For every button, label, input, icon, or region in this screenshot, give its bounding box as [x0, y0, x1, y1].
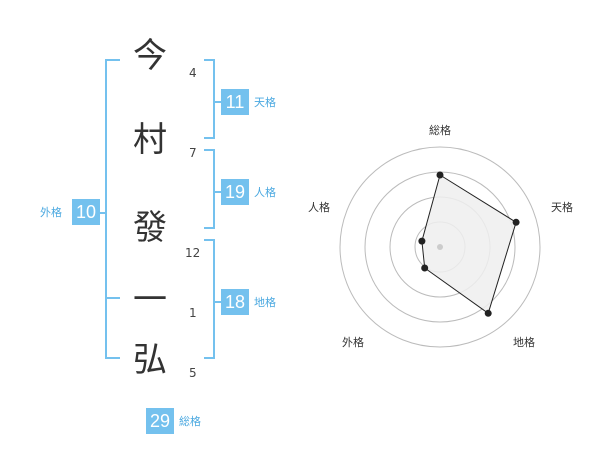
gaikaku-label: 外格 — [40, 206, 62, 219]
radar-point — [418, 237, 426, 245]
radar-axis-label-gaikaku: 外格 — [342, 336, 364, 349]
gaikaku-badge: 10 — [72, 199, 100, 225]
radar-center-dot — [437, 244, 443, 250]
jinkaku-badge: 19 — [221, 179, 249, 205]
stroke-count-1: 4 — [189, 66, 197, 80]
radar-axis-label-soukaku: 総格 — [429, 124, 451, 137]
stroke-count-4: 1 — [189, 306, 197, 320]
radar-point — [421, 264, 429, 272]
name-char-3: 發 — [133, 208, 167, 248]
radar-ring — [339, 146, 541, 348]
radar-polygon — [421, 174, 517, 315]
chikaku-bracket — [204, 239, 215, 359]
radar-points — [418, 171, 520, 317]
soukaku-badge: 29 — [146, 408, 174, 434]
name-char-1: 今 — [133, 36, 167, 76]
jinkaku-label: 人格 — [254, 186, 276, 199]
chikaku-badge: 18 — [221, 289, 249, 315]
name-char-2: 村 — [133, 120, 167, 160]
name-char-5: 弘 — [133, 340, 167, 380]
jinkaku-bracket — [204, 149, 215, 229]
soukaku-label: 総格 — [179, 415, 201, 428]
radar-axis-label-chikaku: 地格 — [513, 336, 535, 349]
radar-point — [512, 218, 520, 226]
radar-point — [436, 171, 444, 179]
stroke-count-2: 7 — [189, 146, 197, 160]
radar-axis-label-jinkaku: 人格 — [308, 201, 330, 214]
stroke-count-5: 5 — [189, 366, 197, 380]
gaikaku-bracket — [105, 59, 120, 359]
tenkaku-badge: 11 — [221, 89, 249, 115]
radar-point — [484, 309, 492, 317]
tenkaku-bracket — [204, 59, 215, 139]
radar-axis-label-tenkaku: 天格 — [551, 201, 573, 214]
tenkaku-label: 天格 — [254, 96, 276, 109]
name-char-4: 一 — [133, 280, 167, 320]
stroke-count-3: 12 — [185, 246, 201, 260]
chikaku-label: 地格 — [254, 296, 276, 309]
